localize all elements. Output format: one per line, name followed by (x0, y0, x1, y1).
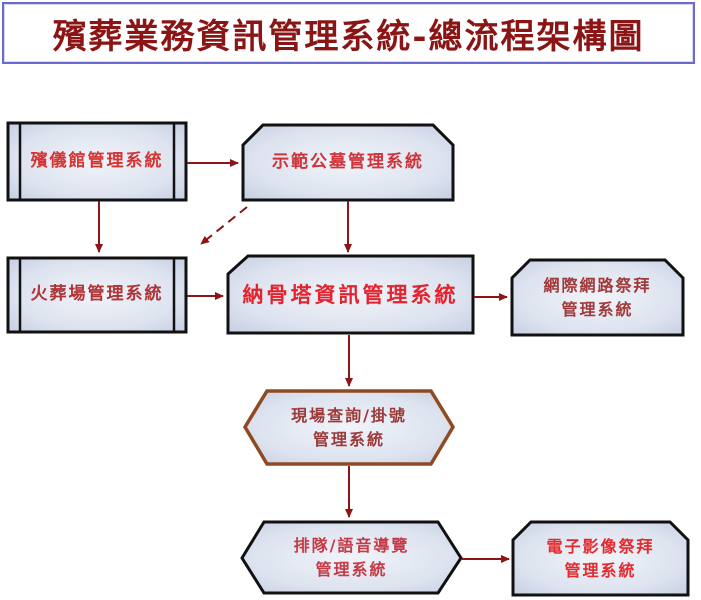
node-queue-voice-shape (240, 520, 463, 595)
node-onsite-query-shape (242, 389, 456, 466)
node-funeral-home-shape (6, 121, 188, 202)
diagram-title: 殯葬業務資訊管理系統-總流程架構圖 (52, 16, 645, 57)
node-columbarium-shape (226, 254, 475, 335)
node-internet-worship-shape (510, 258, 685, 337)
node-e-image-worship-shape (511, 520, 690, 597)
diagram-title-box: 殯葬業務資訊管理系統-總流程架構圖 (2, 2, 695, 64)
node-demo-cemetery-shape (241, 123, 455, 202)
node-crematorium-shape (6, 256, 188, 334)
arrow-demo-cemetery-to-crematorium-dashed (200, 206, 248, 245)
